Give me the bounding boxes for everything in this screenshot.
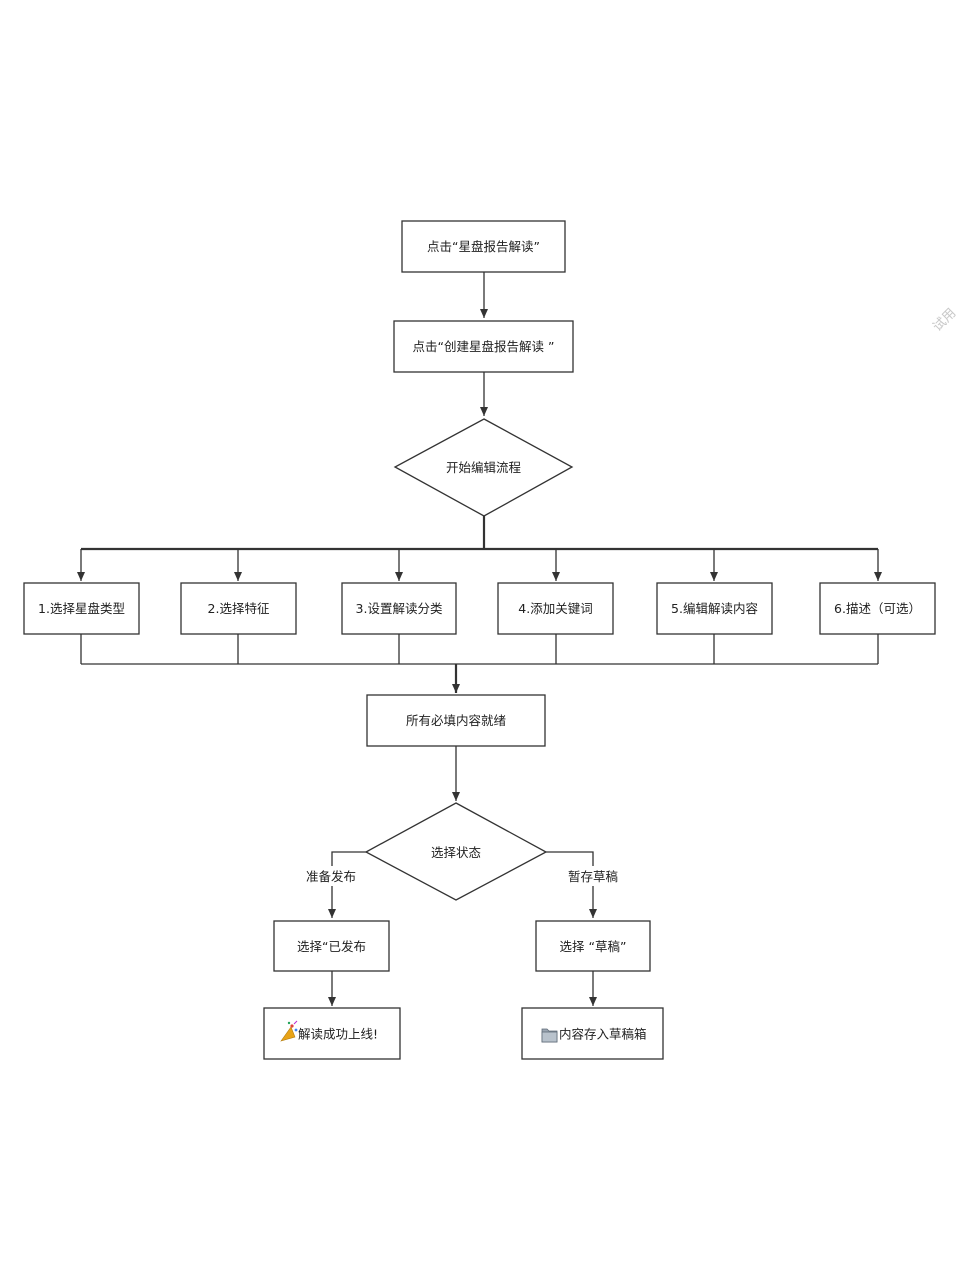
node-publish-success-label: 解读成功上线! (298, 1027, 378, 1042)
node-step4-label: 4.添加关键词 (518, 601, 592, 616)
edge-status-to-publish (328, 851, 366, 918)
node-start-edit: 开始编辑流程 (393, 418, 574, 517)
node-click-report: 点击“星盘报告解读” (401, 220, 566, 273)
node-all-ready: 所有必填内容就绪 (366, 694, 546, 747)
node-step2: 2.选择特征 (180, 582, 297, 635)
node-step5: 5.编辑解读内容 (656, 582, 773, 635)
folder-icon (541, 1028, 558, 1043)
node-step3-label: 3.设置解读分类 (356, 601, 443, 616)
edge-label-draft: 暂存草稿 (568, 869, 618, 884)
node-step6: 6.描述（可选） (819, 582, 936, 635)
node-click-report-label: 点击“星盘报告解读” (427, 239, 540, 254)
party-popper-icon (280, 1020, 298, 1042)
node-choose-status: 选择状态 (364, 802, 548, 901)
node-start-edit-label: 开始编辑流程 (446, 460, 522, 475)
node-click-create-label: 点击“创建星盘报告解读 ” (413, 339, 555, 354)
node-step1: 1.选择星盘类型 (23, 582, 140, 635)
node-choose-status-label: 选择状态 (431, 845, 481, 860)
node-step2-label: 2.选择特征 (208, 601, 270, 616)
node-select-published: 选择“已发布 (273, 920, 390, 972)
edge-label-bg-draft (562, 866, 624, 886)
node-select-draft-label: 选择 “草稿” (560, 939, 627, 954)
node-step6-label: 6.描述（可选） (834, 601, 921, 616)
node-select-published-label: 选择“已发布 (297, 939, 366, 954)
node-step3: 3.设置解读分类 (341, 582, 457, 635)
edge-label-bg-publish (300, 866, 362, 886)
node-all-ready-label: 所有必填内容就绪 (406, 713, 506, 728)
node-draft-saved-label: 内容存入草稿箱 (559, 1027, 647, 1042)
node-step5-label: 5.编辑解读内容 (671, 601, 758, 616)
node-step1-label: 1.选择星盘类型 (38, 601, 125, 616)
node-select-draft: 选择 “草稿” (535, 920, 651, 972)
edge-label-publish: 准备发布 (306, 869, 356, 884)
node-click-create: 点击“创建星盘报告解读 ” (393, 320, 574, 373)
edge-status-to-draft (546, 851, 597, 918)
node-publish-success: 解读成功上线! (263, 1007, 401, 1060)
node-draft-saved: 内容存入草稿箱 (521, 1007, 664, 1060)
node-step4: 4.添加关键词 (497, 582, 614, 635)
watermark-text: 试用 (930, 306, 959, 335)
